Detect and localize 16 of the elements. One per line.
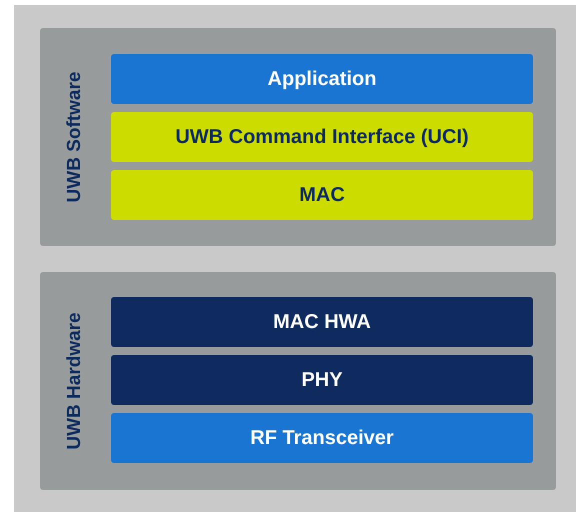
layer-label: MAC (299, 184, 345, 206)
group-heading: UWB Hardware (64, 312, 86, 450)
layer-group-panel (40, 28, 556, 246)
layer-label: RF Transceiver (250, 426, 394, 450)
layer-box (111, 54, 533, 104)
layer-box (111, 112, 533, 162)
layer-box (111, 170, 533, 220)
layer-group-panel (40, 272, 556, 490)
layer-box (111, 413, 533, 463)
layer-label: MAC HWA (273, 310, 371, 334)
layer-box (111, 355, 533, 405)
group-heading: UWB Software (64, 72, 86, 202)
layer-label: UWB Command Interface (UCI) (175, 126, 469, 148)
layer-label: Application (268, 68, 376, 90)
layer-box (111, 297, 533, 347)
layer-label: PHY (301, 368, 343, 392)
